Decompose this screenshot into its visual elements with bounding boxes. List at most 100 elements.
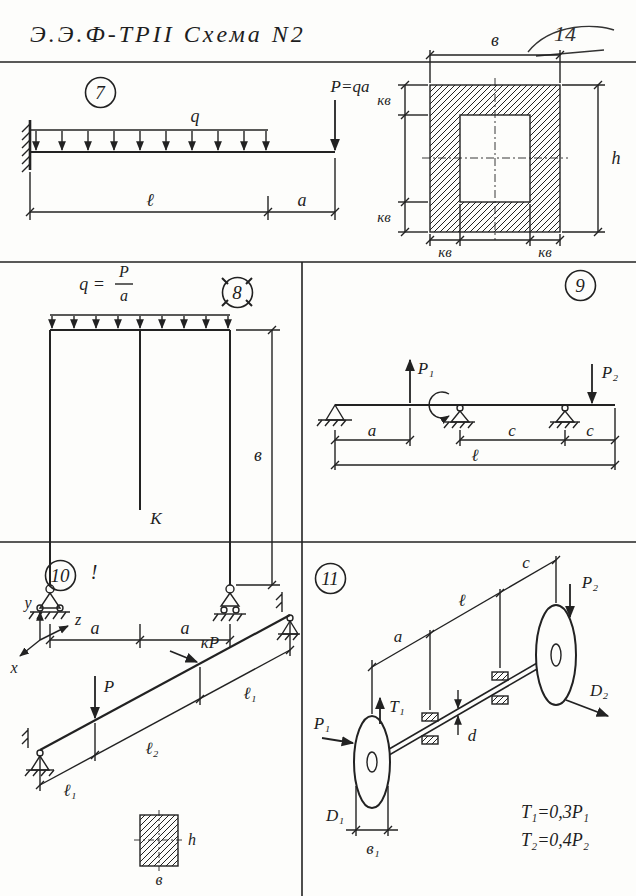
shaft-with-pulleys <box>566 700 608 716</box>
hollow-section <box>398 50 605 246</box>
drawing-label: кв <box>437 245 453 260</box>
shaft-with-pulleys <box>492 672 508 680</box>
spatial-beam <box>40 626 68 640</box>
drawing-label: y <box>23 595 32 611</box>
cantilever-beam <box>267 196 268 220</box>
frame-structure <box>139 330 141 510</box>
cantilever-beam <box>265 131 266 150</box>
shaft-with-pulleys <box>422 713 438 721</box>
shaft-with-pulleys <box>322 738 353 743</box>
problem-number: 9 <box>564 269 597 302</box>
shaft-with-pulleys <box>354 716 390 808</box>
drawing-label: ℓ <box>145 191 155 209</box>
continuous-beam <box>451 411 469 422</box>
continuous-beam <box>556 411 574 422</box>
drawing-label: c <box>585 422 595 439</box>
cantilever-beam <box>36 100 335 150</box>
shaft-with-pulleys <box>536 605 576 705</box>
frame-lines <box>0 261 636 263</box>
drawing-label: P <box>118 264 130 280</box>
sheet-title: Э.Э.Ф-ТРII Схема N2 <box>30 22 306 46</box>
drawing-label: D₁ <box>325 807 345 824</box>
frame-structure <box>95 316 96 328</box>
continuous-beam <box>444 422 473 428</box>
frame-structure <box>57 605 63 611</box>
drawing-label: ! <box>90 562 99 582</box>
frame-lines <box>0 26 636 896</box>
frame-structure <box>268 326 276 589</box>
frame-structure <box>183 316 184 328</box>
cantilever-beam <box>35 131 36 150</box>
frame-lines <box>301 262 303 896</box>
frame-structure <box>117 316 118 328</box>
drawing-label: ℓ <box>470 447 479 464</box>
panel-number: 9 <box>564 269 597 295</box>
continuous-beam <box>317 360 619 470</box>
drawing-label: d <box>467 727 478 744</box>
drawing-label: кв <box>376 210 392 225</box>
drawing-label: a <box>119 288 129 304</box>
cantilever-beam <box>61 131 62 150</box>
hollow-section <box>422 158 568 159</box>
hollow-section <box>401 81 409 236</box>
drawing-label: a <box>367 422 378 439</box>
shaft-with-pulleys <box>372 658 556 765</box>
cantilever-beam <box>191 131 192 150</box>
frame-structure <box>229 330 231 585</box>
frame-structure <box>50 314 230 315</box>
cantilever-beam <box>30 129 268 130</box>
panel-number: 7 <box>84 76 117 102</box>
drawing-label: ℓ <box>457 592 466 609</box>
shaft-with-pulleys <box>372 652 556 759</box>
cantilever-beam <box>139 131 140 150</box>
drawing-label: К <box>149 510 162 527</box>
shaft-with-pulleys <box>355 786 356 836</box>
cantilever-beam <box>87 131 88 150</box>
frame-lines <box>0 541 636 543</box>
cantilever-beam <box>30 151 335 153</box>
drawing-label: ℓ₂ <box>145 740 160 757</box>
drawing-label: c <box>507 422 517 439</box>
continuous-beam <box>317 420 346 426</box>
drawing-label: P₁ <box>417 360 435 377</box>
hollow-section <box>597 85 598 232</box>
hollow-section <box>404 85 405 232</box>
spatial-beam <box>36 646 294 789</box>
problem-number: 10 <box>44 559 77 592</box>
shaft-with-pulleys <box>492 696 508 704</box>
drawing-label: x <box>9 660 18 676</box>
continuous-beam <box>409 360 411 403</box>
frame-structure <box>115 283 133 284</box>
frame-structure <box>271 330 272 585</box>
cantilever-beam <box>113 131 114 150</box>
drawing-label: a <box>90 619 101 637</box>
shaft-with-pulleys <box>387 786 388 836</box>
continuous-beam <box>335 464 615 465</box>
frame-structure <box>49 330 51 585</box>
spatial-beam <box>277 634 298 640</box>
drawing-label: кв <box>376 93 392 108</box>
continuous-beam <box>591 364 593 403</box>
drawing-label: a <box>180 619 191 637</box>
cantilever-beam <box>29 120 32 170</box>
drawing-label: ℓ₁ <box>63 782 78 799</box>
shaft-with-pulleys <box>372 560 556 667</box>
hollow-section <box>594 81 602 236</box>
drawing-label: кP <box>200 634 220 651</box>
drawing-label: P₂ <box>601 364 619 381</box>
spatial-beam <box>20 640 40 656</box>
cantilever-beam <box>165 131 166 150</box>
spatial-beam <box>40 615 290 750</box>
variant-number: 14 <box>553 23 577 45</box>
shaft-with-pulleys <box>551 644 561 666</box>
continuous-beam <box>459 430 460 446</box>
frame-structure <box>161 316 162 328</box>
hollow-section <box>398 84 428 85</box>
drawing-label: P=qa <box>330 78 371 95</box>
continuous-beam <box>549 422 578 428</box>
spatial-beam <box>170 651 197 662</box>
frame-structure <box>37 605 43 611</box>
drawing-label: a <box>297 191 308 209</box>
